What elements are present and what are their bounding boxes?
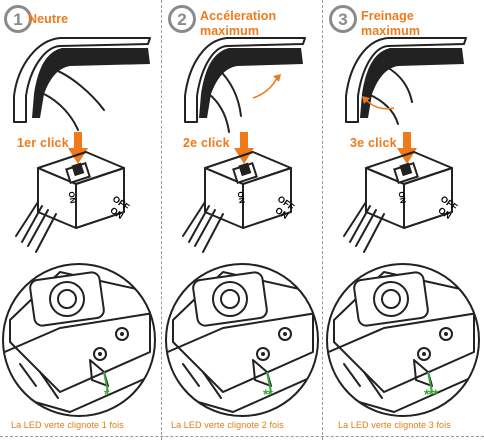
step-caption: La LED verte clignote 3 fois: [338, 420, 451, 430]
step-caption: La LED verte clignote 1 fois: [11, 420, 124, 430]
step-title: Neutre: [28, 12, 69, 26]
click-label: 1er click: [17, 136, 69, 150]
esc-closeup: [165, 263, 319, 417]
bottom-divider: [0, 436, 484, 437]
step-panel-3: 3 Freinage maximum 3e click ON OFF ON: [322, 0, 484, 440]
svg-text:3: 3: [338, 10, 347, 29]
click-label: 2e click: [183, 136, 230, 150]
trigger-illustration: [184, 37, 306, 133]
switch-on-label: ON: [235, 190, 247, 205]
step-panel-1: 1 Neutre 1er click ON OFF ON: [0, 0, 161, 440]
switch-on-label: ON: [396, 190, 408, 205]
switch-module: [15, 151, 125, 253]
click-label: 3e click: [350, 136, 397, 150]
step-title: Accéleration maximum: [200, 9, 277, 38]
switch-module: [343, 151, 453, 253]
panel-divider: [322, 0, 323, 440]
step-caption: La LED verte clignote 2 fois: [171, 420, 284, 430]
led-blink-marks: **: [263, 386, 273, 402]
led-blink-marks: ***: [424, 386, 438, 402]
step-number-badge: 1: [4, 5, 32, 33]
esc-closeup: [2, 263, 156, 417]
step-number-badge: 3: [329, 5, 357, 33]
step-panel-2: 2 Accéleration maximum 2e click ON OFF O…: [161, 0, 322, 440]
svg-text:1: 1: [13, 10, 22, 29]
led-blink-marks: *: [104, 386, 110, 402]
esc-closeup: [326, 263, 480, 417]
switch-module: [182, 151, 292, 253]
svg-text:2: 2: [177, 10, 186, 29]
panel-divider: [161, 0, 162, 440]
switch-on-label: ON: [66, 190, 78, 205]
step-title: Freinage maximum: [361, 9, 421, 38]
step-number-badge: 2: [168, 5, 196, 33]
trigger-illustration: [13, 37, 151, 131]
trigger-illustration: [345, 37, 467, 125]
